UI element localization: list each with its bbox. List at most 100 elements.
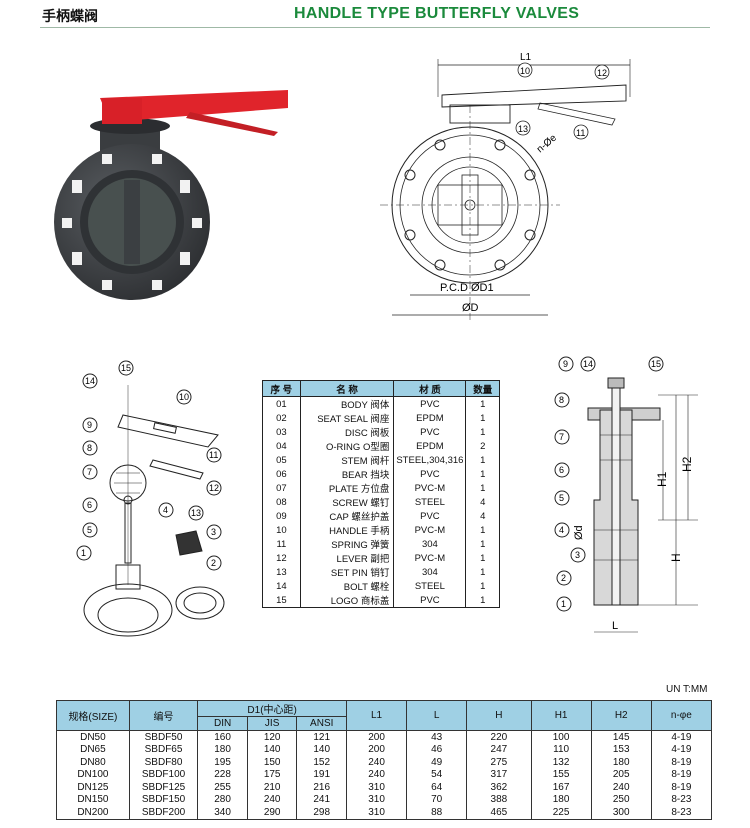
size-table-cell: DN50 xyxy=(56,730,130,744)
parts-table-cell: 09 xyxy=(262,509,301,523)
label-pcd: P.C.D ØD1 xyxy=(440,282,494,294)
parts-table-cell: 02 xyxy=(262,411,301,425)
parts-table-cell: SET PIN 销钉 xyxy=(299,565,395,579)
parts-table-cell: 1 xyxy=(465,593,500,608)
parts-table-cell: 03 xyxy=(262,425,301,439)
size-table-cell: 300 xyxy=(590,806,652,820)
parts-table-cell: STEEL xyxy=(393,495,467,509)
size-table-cell: SBDF80 xyxy=(128,756,199,769)
parts-table-cell: 08 xyxy=(262,495,301,509)
size-table-cell: 290 xyxy=(246,806,298,820)
size-table-cell: 100 xyxy=(530,730,592,744)
parts-table-cell: PVC-M xyxy=(393,523,467,537)
size-table-cell: 8-19 xyxy=(650,756,713,769)
parts-table-cell: 1 xyxy=(465,467,500,481)
parts-table-cell: PVC xyxy=(393,396,467,411)
size-table-cell: 228 xyxy=(197,768,248,781)
size-table-cell: 310 xyxy=(345,781,408,794)
parts-table-cell: BODY 阀体 xyxy=(299,396,395,411)
size-table-cell: 465 xyxy=(466,806,532,820)
label-od-small: Ød xyxy=(573,525,585,540)
svg-text:2: 2 xyxy=(211,558,216,568)
size-table-cell: 340 xyxy=(197,806,248,820)
label-h: H xyxy=(669,553,683,562)
parts-table-cell: LEVER 副把 xyxy=(299,551,395,565)
parts-table-cell: PVC-M xyxy=(393,481,467,495)
valve-product-photo xyxy=(54,90,288,300)
size-table-cell: 255 xyxy=(197,781,248,794)
svg-text:3: 3 xyxy=(211,527,216,537)
label-h2: H2 xyxy=(680,456,694,472)
size-table-cell: SBDF65 xyxy=(128,743,199,756)
size-table-cell: SBDF50 xyxy=(128,730,199,744)
svg-text:7: 7 xyxy=(87,467,92,477)
parts-table-cell: 1 xyxy=(465,411,500,425)
parts-table-cell: 4 xyxy=(465,509,500,523)
size-table-cell: 4-19 xyxy=(650,743,713,756)
label-l1: L1 xyxy=(520,52,532,63)
parts-table-header: 序 号 名 称 材 质 数量 xyxy=(262,380,500,397)
size-table-cell: 200 xyxy=(345,730,408,744)
parts-table-cell: 1 xyxy=(465,579,500,593)
size-table-cell: 240 xyxy=(345,756,408,769)
size-table-cell: 317 xyxy=(466,768,532,781)
svg-text:8: 8 xyxy=(87,443,92,453)
svg-text:1: 1 xyxy=(81,548,86,558)
parts-table-cell: 12 xyxy=(262,551,301,565)
header-divider xyxy=(40,27,710,28)
svg-text:8: 8 xyxy=(559,395,564,405)
unit-label: UN T:MM xyxy=(666,684,708,695)
svg-text:3: 3 xyxy=(575,550,580,560)
svg-text:7: 7 xyxy=(559,432,564,442)
size-table-cell: 140 xyxy=(246,743,298,756)
section-view-drawing: H1 H2 H L Ød 9 14 15 8 7 6 5 4 3 2 1 xyxy=(554,356,698,633)
parts-table-cell: 1 xyxy=(465,523,500,537)
parts-table-cell: PVC xyxy=(393,467,467,481)
size-table-cell: DN200 xyxy=(56,806,130,820)
size-table-cell: 241 xyxy=(296,793,347,806)
parts-table-cell: 15 xyxy=(262,593,301,608)
size-table-cell: SBDF125 xyxy=(128,781,199,794)
callout-12: 12 xyxy=(597,68,607,78)
size-table-cell: 110 xyxy=(530,743,592,756)
size-table-cell: 210 xyxy=(246,781,298,794)
parts-table-cell: 13 xyxy=(262,565,301,579)
size-table-cell: 145 xyxy=(590,730,652,744)
parts-table-cell: 4 xyxy=(465,495,500,509)
size-table-cell: 160 xyxy=(197,730,248,744)
size-table-cell: 64 xyxy=(406,781,468,794)
size-table-cell: 195 xyxy=(197,756,248,769)
size-table-cell: 54 xyxy=(406,768,468,781)
parts-table-cell: LOGO 商标盖 xyxy=(299,593,395,608)
size-table-cell: 280 xyxy=(197,793,248,806)
size-table-cell: 220 xyxy=(466,730,532,744)
size-table-cell: 388 xyxy=(466,793,532,806)
size-table-cell: 216 xyxy=(296,781,347,794)
size-table-cell: DN80 xyxy=(56,756,130,769)
parts-table-cell: SPRING 弹簧 xyxy=(299,537,395,551)
svg-text:13: 13 xyxy=(191,508,201,518)
size-table-cell: 180 xyxy=(530,793,592,806)
svg-text:4: 4 xyxy=(559,525,564,535)
front-view-drawing: L1 10 12 13 11 n-Øe P.C.D ØD1 ØD xyxy=(380,52,631,320)
svg-text:14: 14 xyxy=(85,376,95,386)
label-h1: H1 xyxy=(655,471,669,487)
parts-table-cell: O-RING O型圈 xyxy=(299,439,395,453)
size-table-cell: 205 xyxy=(590,768,652,781)
parts-table-cell: 05 xyxy=(262,453,301,467)
size-table-cell: 250 xyxy=(590,793,652,806)
section-callouts: 9 14 15 8 7 6 5 4 3 2 1 xyxy=(554,356,664,612)
svg-text:6: 6 xyxy=(559,465,564,475)
